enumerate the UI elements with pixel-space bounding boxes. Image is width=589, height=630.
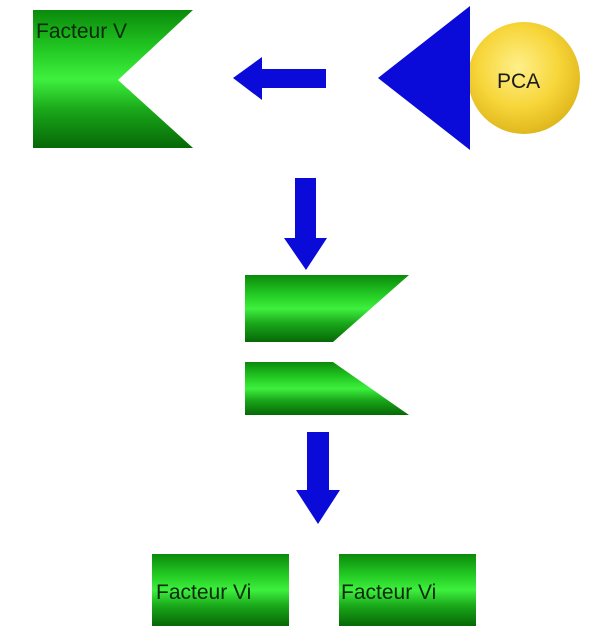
- pca-sphere: [468, 22, 580, 134]
- complex-upper-piece: [245, 275, 409, 342]
- factor-vi-left-node: Facteur Vi: [152, 554, 289, 626]
- arrow-down-icon: [284, 178, 327, 270]
- pca-node: PCA: [378, 6, 580, 150]
- arrow-left-icon: [233, 57, 326, 100]
- factor-v-node: Facteur V: [33, 10, 193, 148]
- factor-vi-left-shape: [152, 554, 289, 626]
- factor-v-label: Facteur V: [36, 20, 127, 43]
- arrow-down-icon-2: [296, 432, 340, 524]
- arrow-pca-to-factor-v: [233, 57, 326, 100]
- factor-vi-right-node: Facteur Vi: [339, 554, 476, 626]
- arrow-complex-to-factor-vi: [296, 432, 340, 524]
- pca-triangle: [378, 6, 470, 150]
- factor-vi-right-label: Facteur Vi: [341, 581, 436, 604]
- cleaved-complex: [245, 275, 409, 415]
- arrow-factor-v-to-complex: [284, 178, 327, 270]
- factor-v-shape: [33, 10, 193, 148]
- factor-vi-right-shape: [339, 554, 476, 626]
- pca-label: PCA: [497, 70, 540, 93]
- complex-lower-piece: [245, 362, 409, 415]
- factor-vi-left-label: Facteur Vi: [156, 581, 251, 604]
